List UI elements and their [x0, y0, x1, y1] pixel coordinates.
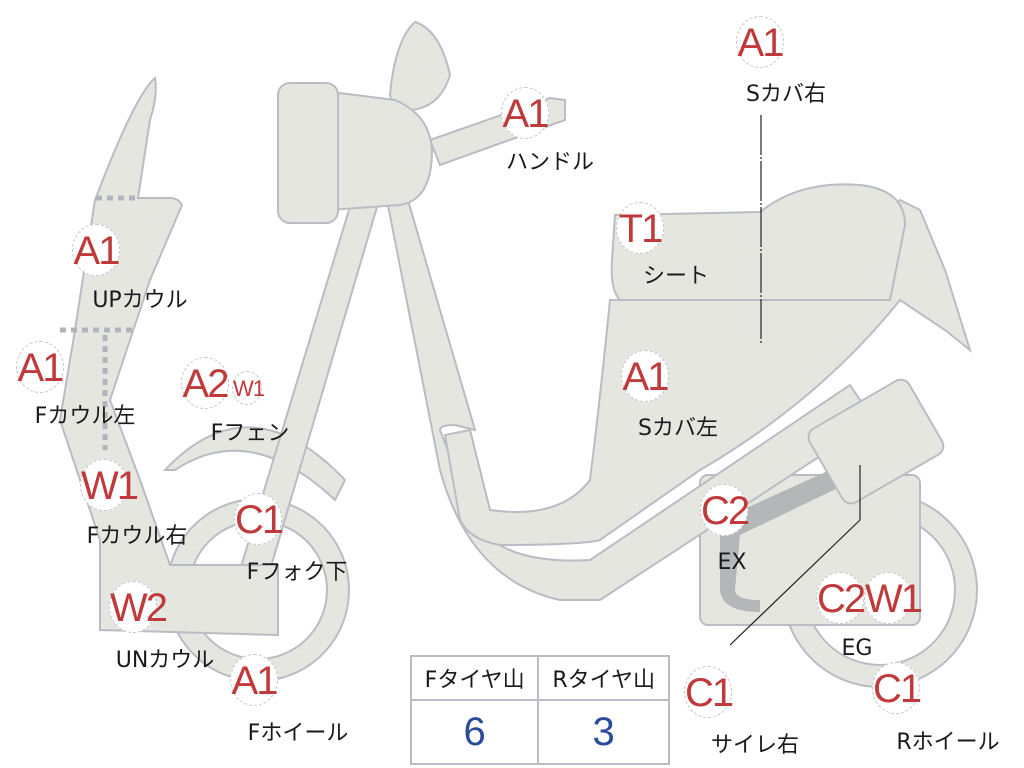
- part-label: UNカウル: [115, 648, 215, 673]
- part-label: Fフェン: [210, 421, 290, 446]
- grade-badge: C1: [234, 493, 284, 545]
- panel-seams: [60, 195, 140, 450]
- rear-tire-value: 3: [537, 699, 670, 765]
- part-label: EG: [841, 636, 873, 661]
- mirror: [388, 20, 452, 112]
- grade-badge-secondary: W1: [232, 371, 265, 405]
- part-label: シート: [642, 264, 710, 289]
- part-label: サイレ右: [710, 733, 800, 758]
- grade-badge: C1: [872, 662, 922, 714]
- grade-badge: A1: [621, 350, 669, 402]
- grade-badge: W1: [80, 459, 139, 511]
- grade-badge: A1: [501, 87, 549, 139]
- part-label: Fカウル右: [86, 524, 188, 549]
- part-label: EX: [717, 550, 747, 575]
- exhaust-pipe: [720, 470, 838, 612]
- seat: [610, 183, 907, 301]
- part-label: Rホイール: [896, 730, 1000, 755]
- front-tire-value: 6: [409, 699, 540, 765]
- front-tire-header: Fタイヤ山: [409, 655, 540, 701]
- grade-badge: C1: [684, 666, 734, 718]
- grade-badge: A2: [181, 357, 229, 409]
- grade-badge: A1: [72, 224, 120, 276]
- grade-badge: C2: [816, 572, 866, 624]
- grade-badge: A1: [16, 341, 64, 393]
- muffler: [807, 378, 945, 505]
- grade-badge: W2: [109, 581, 168, 633]
- tire-tread-table: Fタイヤ山 Rタイヤ山 6 3: [409, 655, 670, 765]
- part-label: UPカウル: [92, 288, 188, 313]
- grade-badge: A1: [736, 16, 784, 68]
- grade-badge: T1: [616, 202, 664, 254]
- part-label: ハンドル: [505, 150, 595, 175]
- headlight: [277, 82, 339, 224]
- grade-badge-secondary: W1: [864, 572, 923, 624]
- part-label: Fフォク下: [246, 560, 348, 585]
- grade-badge: A1: [230, 654, 278, 706]
- part-label: Sカバ左: [638, 416, 718, 441]
- part-label: Fカウル左: [34, 404, 136, 429]
- part-label: Fホイール: [247, 721, 349, 746]
- part-label: Sカバ右: [746, 82, 826, 107]
- leader-lines: [729, 115, 861, 646]
- rear-tire-header: Rタイヤ山: [537, 655, 670, 701]
- grade-badge: C2: [700, 484, 750, 536]
